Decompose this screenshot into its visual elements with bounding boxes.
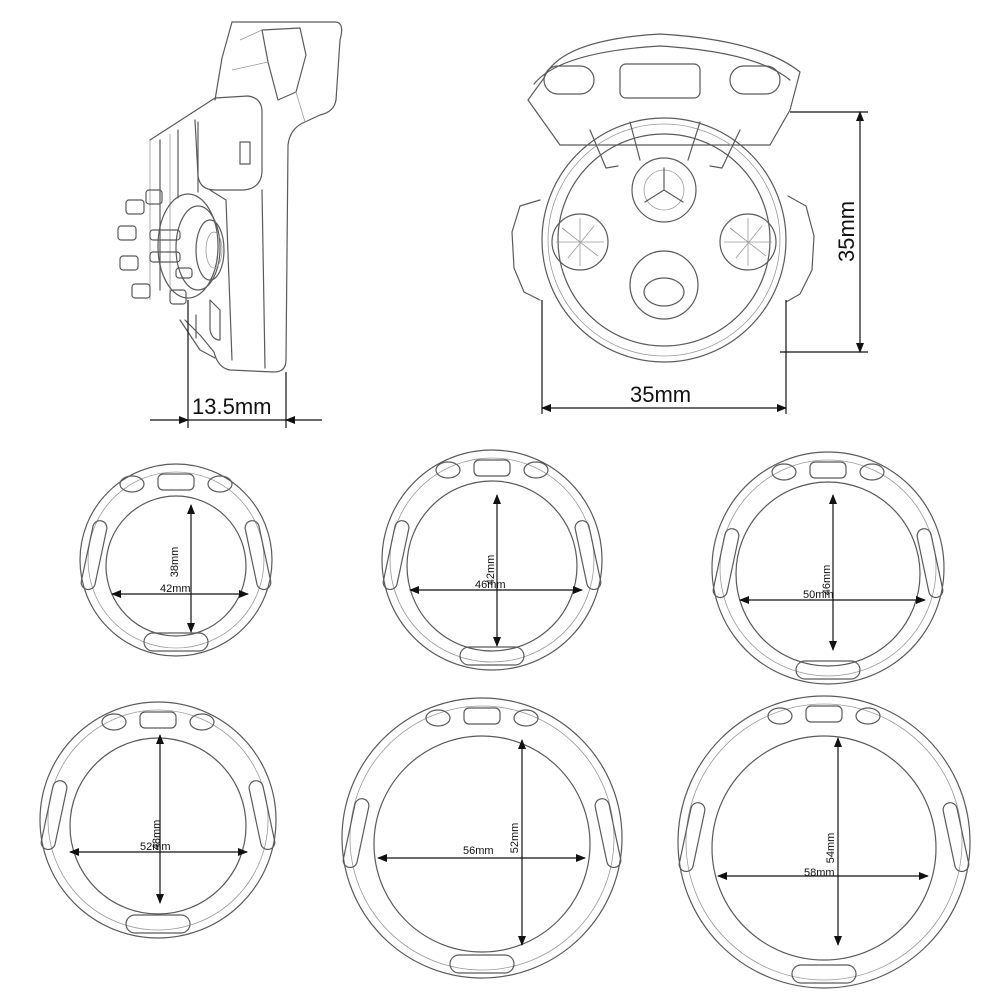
bottom-slot xyxy=(795,660,861,680)
ring-mid xyxy=(87,471,265,649)
ring-width-label: 52mm xyxy=(140,841,171,853)
side-view: 13.5mm xyxy=(117,21,343,428)
side-slot-right xyxy=(244,520,272,591)
ring-mid xyxy=(719,459,937,677)
ring-view-5: 52mm 56mm xyxy=(341,697,623,979)
ring-width-label: 56mm xyxy=(463,845,494,857)
ring-inner xyxy=(105,495,247,637)
top-slot xyxy=(809,461,847,479)
ring-inner xyxy=(711,735,937,961)
ring-height-label: 52mm xyxy=(509,823,521,854)
cage-height-label: 35mm xyxy=(834,201,859,262)
ring-mid xyxy=(349,705,615,971)
top-hole-left xyxy=(119,475,145,493)
top-hole-right xyxy=(859,463,885,481)
side-slot-left xyxy=(80,520,108,591)
side-slot-left xyxy=(678,802,706,873)
ring-mid xyxy=(685,703,963,981)
ring-view-1: 38mm 42mm xyxy=(79,463,273,657)
ring-inner xyxy=(373,735,591,953)
top-hole-right xyxy=(189,713,215,731)
side-slot-right xyxy=(574,520,602,591)
side-slot-right xyxy=(594,798,622,869)
top-slot xyxy=(805,705,843,723)
ring-outer xyxy=(39,701,277,939)
top-slot xyxy=(139,711,177,729)
top-hole-right xyxy=(513,709,539,727)
ring-outer xyxy=(341,697,623,979)
bottom-slot xyxy=(791,964,857,984)
adjustment-knob xyxy=(117,189,225,305)
cage-width-label: 35mm xyxy=(630,382,691,407)
ring-width-label: 50mm xyxy=(803,589,834,601)
ring-view-6: 54mm 58mm xyxy=(677,695,971,989)
top-slot xyxy=(473,459,511,477)
ring-height-label: 42mm xyxy=(485,555,497,586)
top-hole-right xyxy=(523,461,549,479)
top-slot xyxy=(463,707,501,725)
side-slot-right xyxy=(916,528,944,599)
ring-outer xyxy=(381,449,603,671)
ring-outer xyxy=(79,463,273,657)
top-hole-right xyxy=(207,475,233,493)
ring-height-label: 38mm xyxy=(169,547,181,578)
side-slot-right xyxy=(248,780,276,851)
side-slot-right xyxy=(942,802,970,873)
side-slot-left xyxy=(342,798,370,869)
top-hole-left xyxy=(767,707,793,725)
top-slot xyxy=(157,473,195,491)
bottom-slot xyxy=(459,646,525,666)
side-slot-left xyxy=(40,780,68,851)
ring-outer xyxy=(677,695,971,989)
ring-mid xyxy=(389,457,595,663)
top-hole-right xyxy=(855,707,881,725)
side-depth-label: 13.5mm xyxy=(192,394,271,419)
ring-inner xyxy=(735,481,921,667)
top-hole-left xyxy=(435,461,461,479)
bottom-slot xyxy=(125,914,191,934)
ring-height-label: 46mm xyxy=(821,565,833,596)
bottom-slot xyxy=(143,632,209,652)
front-view: 35mm 35mm xyxy=(511,33,868,414)
ring-height-label: 48mm xyxy=(151,820,163,851)
ring-width-label: 42mm xyxy=(160,583,191,595)
ring-width-label: 58mm xyxy=(804,867,835,879)
ring-mid xyxy=(47,709,269,931)
top-hole-left xyxy=(771,463,797,481)
side-slot-left xyxy=(712,528,740,599)
ring-width-label: 46mm xyxy=(475,579,506,591)
top-hole-left xyxy=(425,709,451,727)
ring-inner xyxy=(406,480,578,652)
side-slot-left xyxy=(382,520,410,591)
ring-outer xyxy=(711,451,945,685)
bottom-slot xyxy=(449,954,515,974)
ring-height-label: 54mm xyxy=(825,833,837,864)
top-hole-left xyxy=(101,713,127,731)
